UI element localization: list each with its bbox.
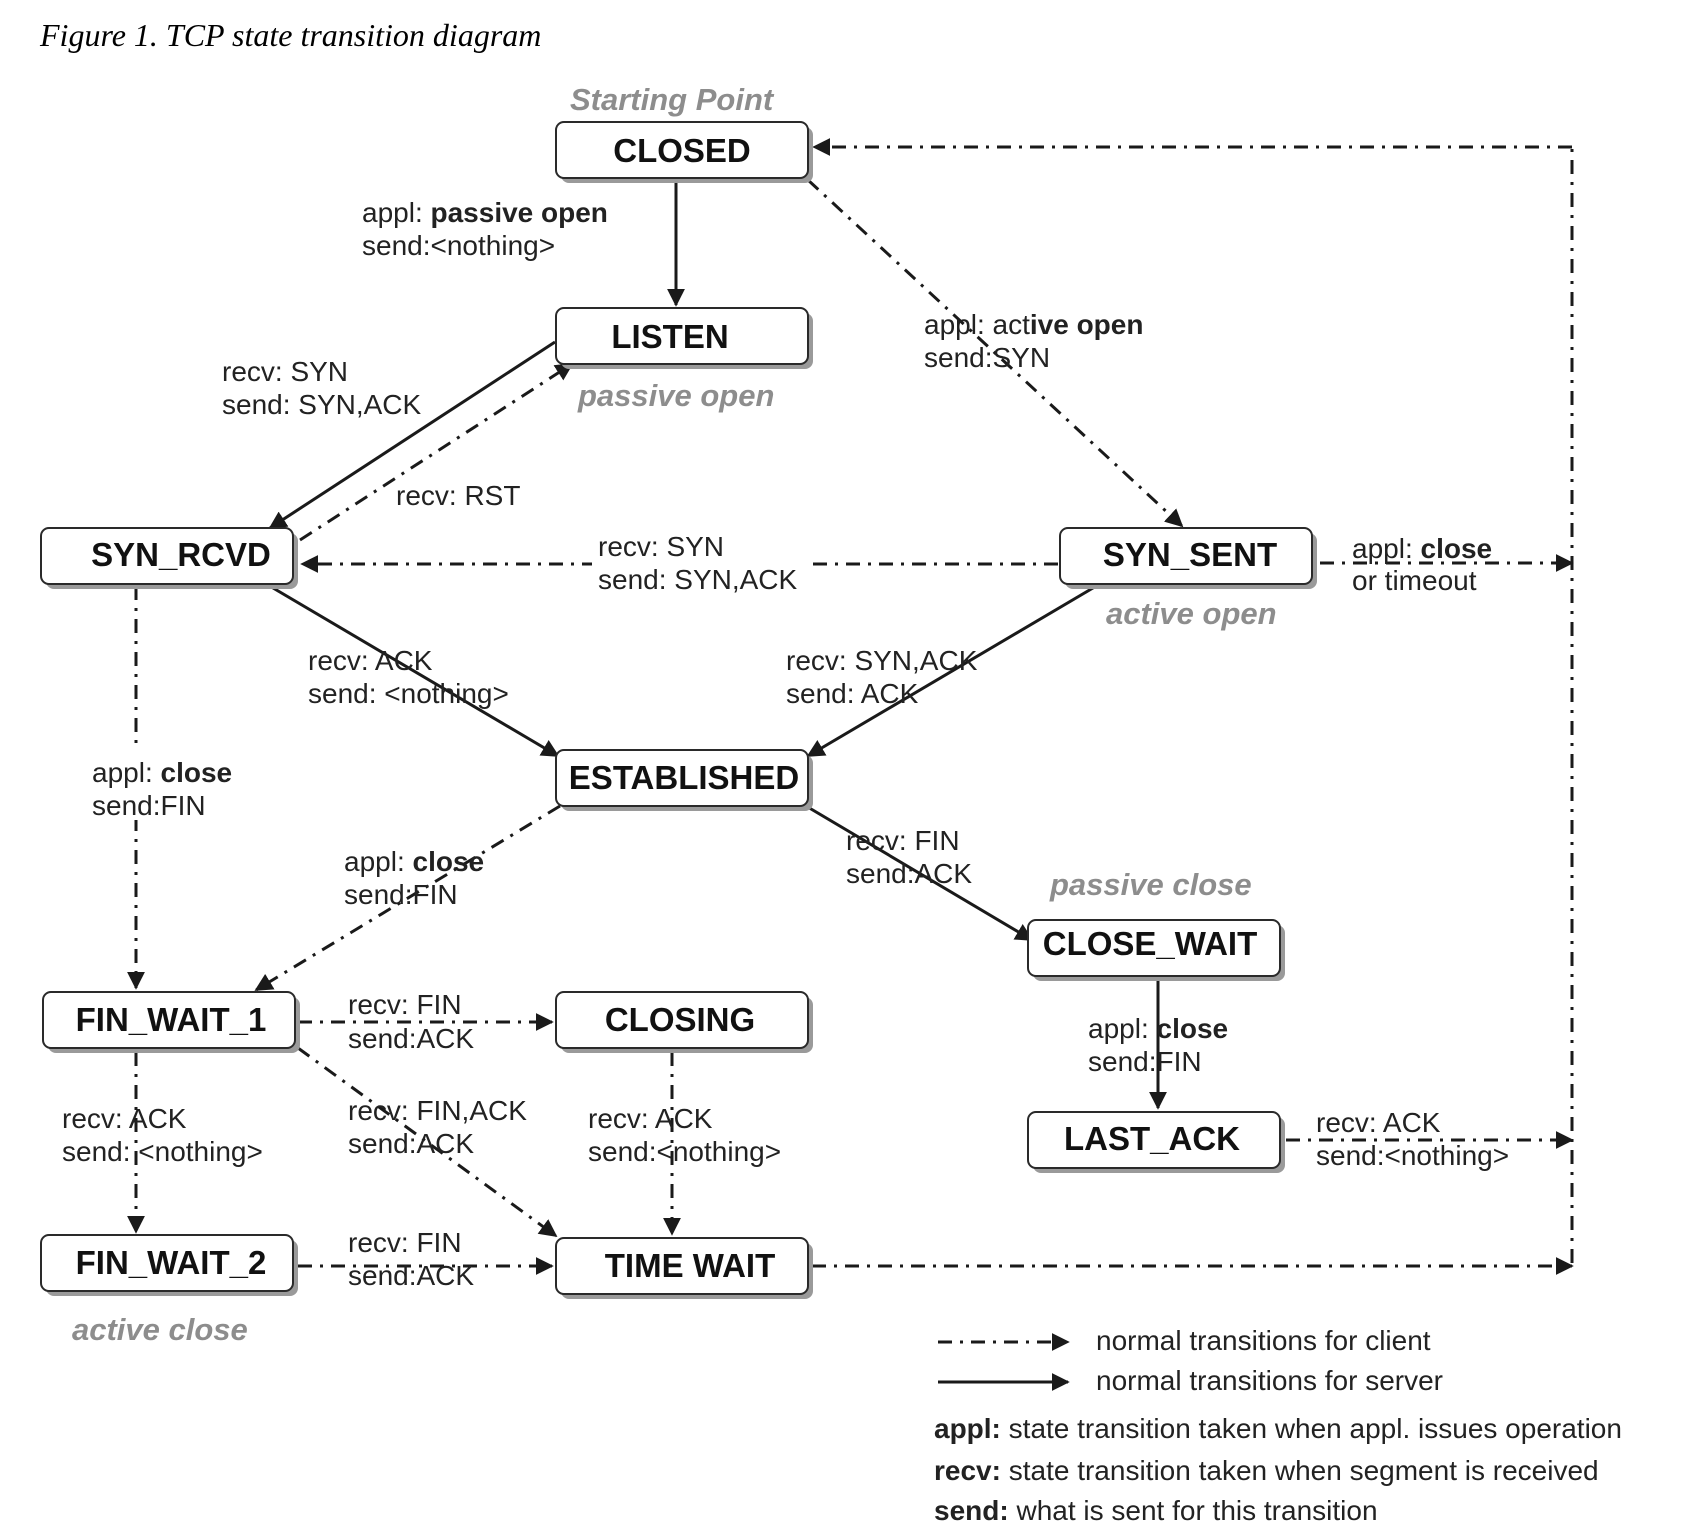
label-finwait2-timewait-line1: recv: FIN <box>348 1227 462 1258</box>
label-synsent-closed-action: close <box>1421 533 1493 564</box>
starting-point-note: Starting Point <box>570 82 775 117</box>
state-listen-label: LISTEN <box>611 318 728 355</box>
legend-recv-key: recv: <box>934 1455 1001 1486</box>
legend-appl-key: appl: <box>934 1413 1001 1444</box>
label-listen-synrcvd-line2: send: SYN,ACK <box>222 389 422 420</box>
label-closed-synsent-line1: appl: active open <box>924 309 1143 340</box>
legend-send-desc: what is sent for this transition <box>1009 1495 1378 1526</box>
label-established-closewait-line1: recv: FIN <box>846 825 960 856</box>
state-time-wait-label: TIME WAIT <box>605 1247 775 1284</box>
state-fin-wait-2-label: FIN_WAIT_2 <box>76 1244 267 1281</box>
figure-caption: Figure 1. TCP state transition diagram <box>39 17 541 53</box>
state-time-wait: TIME WAIT <box>555 1237 813 1299</box>
label-closewait-lastack-line1: appl: close <box>1088 1013 1228 1044</box>
state-syn-rcvd: SYN_RCVD <box>40 527 298 589</box>
state-closing-label: CLOSING <box>605 1001 755 1038</box>
label-closewait-lastack-action: close <box>1157 1013 1229 1044</box>
label-synsent-closed-line1: appl: close <box>1352 533 1492 564</box>
label-finwait1-finwait2-line1: recv: ACK <box>62 1103 187 1134</box>
active-close-note: active close <box>72 1312 248 1347</box>
state-closed: CLOSED <box>555 121 813 183</box>
label-closed-synsent-line2: send:SYN <box>924 342 1050 373</box>
label-finwait2-timewait-line2: send:ACK <box>348 1260 474 1291</box>
arrow-synrcvd-established <box>267 583 560 758</box>
state-fin-wait-1: FIN_WAIT_1 <box>42 991 300 1053</box>
label-closewait-lastack-prefix: appl: <box>1088 1013 1157 1044</box>
label-established-finwait1-prefix: appl: <box>344 846 413 877</box>
legend-recv-desc: state transition taken when segment is r… <box>1001 1455 1599 1486</box>
state-last-ack: LAST_ACK <box>1027 1111 1285 1173</box>
label-synrcvd-finwait1-prefix: appl: <box>92 757 161 788</box>
arrow-finwait1-timewait <box>297 1046 558 1238</box>
label-established-finwait1-line1: appl: close <box>344 846 484 877</box>
state-established-label: ESTABLISHED <box>569 759 799 796</box>
state-last-ack-label: LAST_ACK <box>1064 1120 1240 1157</box>
label-bg-synrcvd-finwait1 <box>90 748 250 820</box>
label-closing-timewait-line2: send:<nothing> <box>588 1136 781 1167</box>
legend: normal transitions for client normal tra… <box>934 1325 1622 1526</box>
label-closed-synsent-prefix: appl: act <box>924 309 1030 340</box>
label-established-finwait1-action: close <box>413 846 485 877</box>
state-syn-rcvd-label: SYN_RCVD <box>91 536 271 573</box>
label-synrcvd-finwait1-line2: send:FIN <box>92 790 206 821</box>
state-fin-wait-2: FIN_WAIT_2 <box>40 1234 298 1296</box>
label-synrcvd-established-line2: send: <nothing> <box>308 678 509 709</box>
label-finwait1-timewait-line1: recv: FIN,ACK <box>348 1095 527 1126</box>
state-fin-wait-1-label: FIN_WAIT_1 <box>76 1001 267 1038</box>
label-synsent-closed-prefix: appl: <box>1352 533 1421 564</box>
legend-appl-desc: state transition taken when appl. issues… <box>1001 1413 1622 1444</box>
legend-send-key: send: <box>934 1495 1009 1526</box>
legend-appl: appl: state transition taken when appl. … <box>934 1413 1622 1444</box>
label-lastack-closed-line1: recv: ACK <box>1316 1107 1441 1138</box>
label-synsent-established-line2: send: ACK <box>786 678 919 709</box>
label-finwait1-timewait-line2: send:ACK <box>348 1128 474 1159</box>
state-established: ESTABLISHED <box>555 749 813 811</box>
label-synsent-synrcvd-line2: send: SYN,ACK <box>598 564 798 595</box>
label-established-finwait1-line2: send:FIN <box>344 879 458 910</box>
legend-client-text: normal transitions for client <box>1096 1325 1431 1356</box>
label-listen-synrcvd-line1: recv: SYN <box>222 356 348 387</box>
label-synrcvd-finwait1-action: close <box>161 757 233 788</box>
state-close-wait-label: CLOSE_WAIT <box>1043 925 1258 962</box>
label-synrcvd-listen-line1: recv: RST <box>396 480 520 511</box>
label-finwait1-closing-line2: send:ACK <box>348 1023 474 1054</box>
label-lastack-closed-line2: send:<nothing> <box>1316 1140 1509 1171</box>
arrow-established-finwait1 <box>254 804 561 992</box>
label-closed-synsent-action: ive open <box>1030 309 1144 340</box>
label-closewait-lastack-line2: send:FIN <box>1088 1046 1202 1077</box>
arrow-listen-synrcvd <box>268 340 556 530</box>
active-open-note: active open <box>1106 596 1277 631</box>
state-closing: CLOSING <box>555 991 813 1053</box>
label-established-closewait-line2: send:ACK <box>846 858 972 889</box>
state-syn-sent: SYN_SENT <box>1059 527 1317 589</box>
label-finwait1-finwait2-line2: send: <nothing> <box>62 1136 263 1167</box>
label-closed-listen-prefix: appl: <box>362 197 431 228</box>
state-syn-sent-label: SYN_SENT <box>1103 536 1277 573</box>
label-synrcvd-finwait1-line1: appl: close <box>92 757 232 788</box>
arrow-closed-synsent <box>806 178 1184 528</box>
legend-server-text: normal transitions for server <box>1096 1365 1443 1396</box>
state-closed-label: CLOSED <box>613 132 751 169</box>
arrow-established-closewait <box>805 804 1034 942</box>
state-listen: LISTEN <box>555 307 813 369</box>
label-synsent-synrcvd-line1: recv: SYN <box>598 531 724 562</box>
legend-send: send: what is sent for this transition <box>934 1495 1378 1526</box>
label-closed-listen-line1: appl: passive open <box>362 197 608 228</box>
passive-close-note: passive close <box>1049 867 1252 902</box>
passive-open-note: passive open <box>577 378 774 413</box>
label-finwait1-closing-line1: recv: FIN <box>348 989 462 1020</box>
label-synsent-established-line1: recv: SYN,ACK <box>786 645 978 676</box>
label-bg-synsent-synrcvd <box>592 522 808 594</box>
label-closed-listen-action: passive open <box>431 197 608 228</box>
label-closing-timewait-line1: recv: ACK <box>588 1103 713 1134</box>
arrow-synrcvd-listen <box>299 362 574 542</box>
label-synsent-closed-line2: or timeout <box>1352 565 1477 596</box>
label-closed-listen-line2: send:<nothing> <box>362 230 555 261</box>
arrow-synsent-established <box>806 583 1099 758</box>
label-synrcvd-established-line1: recv: ACK <box>308 645 433 676</box>
legend-recv: recv: state transition taken when segmen… <box>934 1455 1599 1486</box>
state-close-wait: CLOSE_WAIT <box>1027 919 1285 981</box>
